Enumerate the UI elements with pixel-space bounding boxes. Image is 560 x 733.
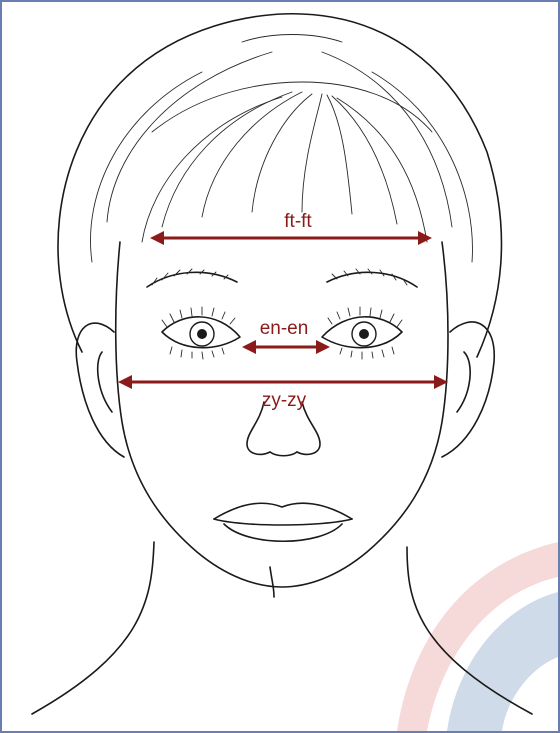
- face-outline: [116, 242, 448, 587]
- zy-zy-arrowhead-left: [118, 375, 132, 389]
- measurement-zy-zy: zy-zy: [118, 375, 448, 411]
- left-eye: [162, 307, 240, 359]
- eyebrows: [147, 269, 417, 287]
- en-en-label: en-en: [260, 318, 309, 339]
- right-eye: [322, 307, 402, 359]
- measurement-en-en: en-en: [242, 318, 330, 354]
- hair: [58, 14, 501, 357]
- mouth: [214, 503, 352, 541]
- measurement-ft-ft: ft-ft: [150, 211, 432, 245]
- en-en-arrowhead-left: [242, 340, 256, 354]
- watermark-logo: [397, 542, 558, 731]
- ft-ft-arrowhead-left: [150, 231, 164, 245]
- en-en-arrowhead-right: [316, 340, 330, 354]
- ft-ft-label: ft-ft: [284, 211, 312, 232]
- zy-zy-label: zy-zy: [262, 390, 307, 411]
